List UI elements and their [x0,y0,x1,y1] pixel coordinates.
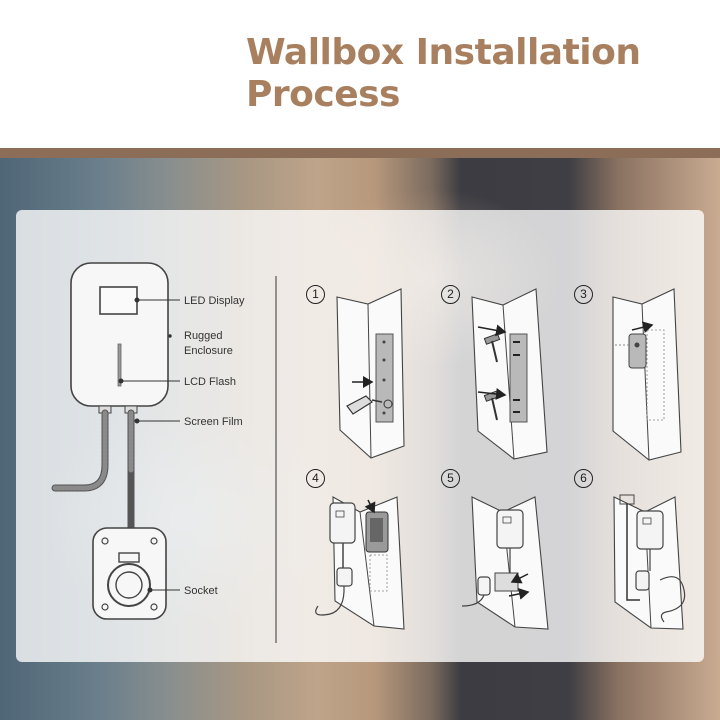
step-number-5: 5 [441,469,460,488]
installed-wallbox-icon [636,510,664,550]
lcd-flash-bar [117,343,122,387]
step-5-illustration [461,496,549,630]
label-led-display: LED Display [184,295,245,307]
label-screen-film: Screen Film [184,416,243,428]
leader-lines [118,297,180,593]
step-1-illustration [336,288,405,459]
cables [51,409,135,532]
step-number-4: 4 [306,469,325,488]
wallbox-product [70,262,169,414]
step-4-illustration [315,496,405,630]
supply-cable [51,409,109,492]
header: Wallbox Installation Process [0,0,720,148]
step-6-illustration [613,494,686,630]
step-number-6: 6 [574,469,593,488]
connector-icon [494,572,519,592]
step-number-1: 1 [306,285,325,304]
step-3-illustration [612,288,682,461]
step-number-3: 3 [574,285,593,304]
step-2-illustration [471,288,548,460]
socket [92,527,167,620]
divider-strip [0,148,720,158]
screwdriver-icon [346,395,373,415]
page-title: Wallbox Installation Process [246,32,641,115]
label-lcd-flash: LCD Flash [184,376,236,388]
step-number-2: 2 [441,285,460,304]
label-rugged-enclosure: Rugged Enclosure [184,330,233,357]
label-socket: Socket [184,585,218,597]
wallbox-enclosure [70,262,169,407]
mounting-bracket [628,333,647,369]
led-display-window [99,286,138,315]
